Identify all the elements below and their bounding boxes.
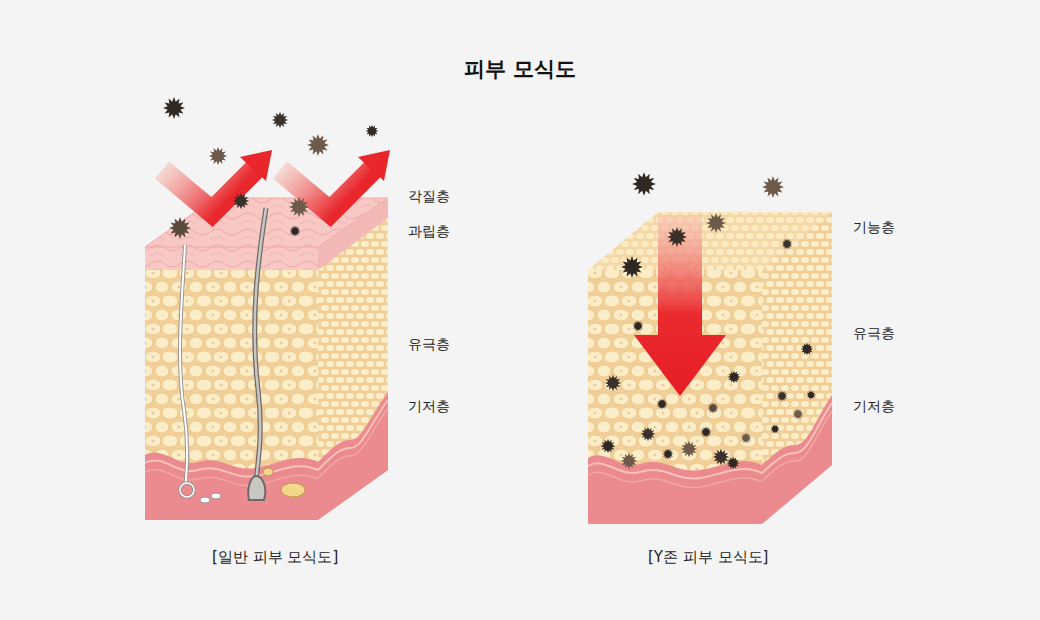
layer-label: 유극층	[853, 325, 895, 342]
diagram-title: 피부 모식도	[464, 57, 576, 82]
figure-caption: [Y존 피부 모식도]	[648, 548, 768, 566]
yzone-skin-block	[588, 172, 832, 524]
layer-label: 유극층	[408, 336, 450, 353]
layer-label: 각질층	[408, 188, 450, 205]
layer-label: 기저층	[408, 398, 450, 415]
layer-label: 과립층	[408, 223, 450, 240]
normal-skin-block	[145, 97, 390, 520]
figure-caption: [일반 피부 모식도]	[212, 548, 338, 566]
layer-label: 기능층	[853, 219, 895, 236]
layer-label: 기저층	[853, 398, 895, 415]
